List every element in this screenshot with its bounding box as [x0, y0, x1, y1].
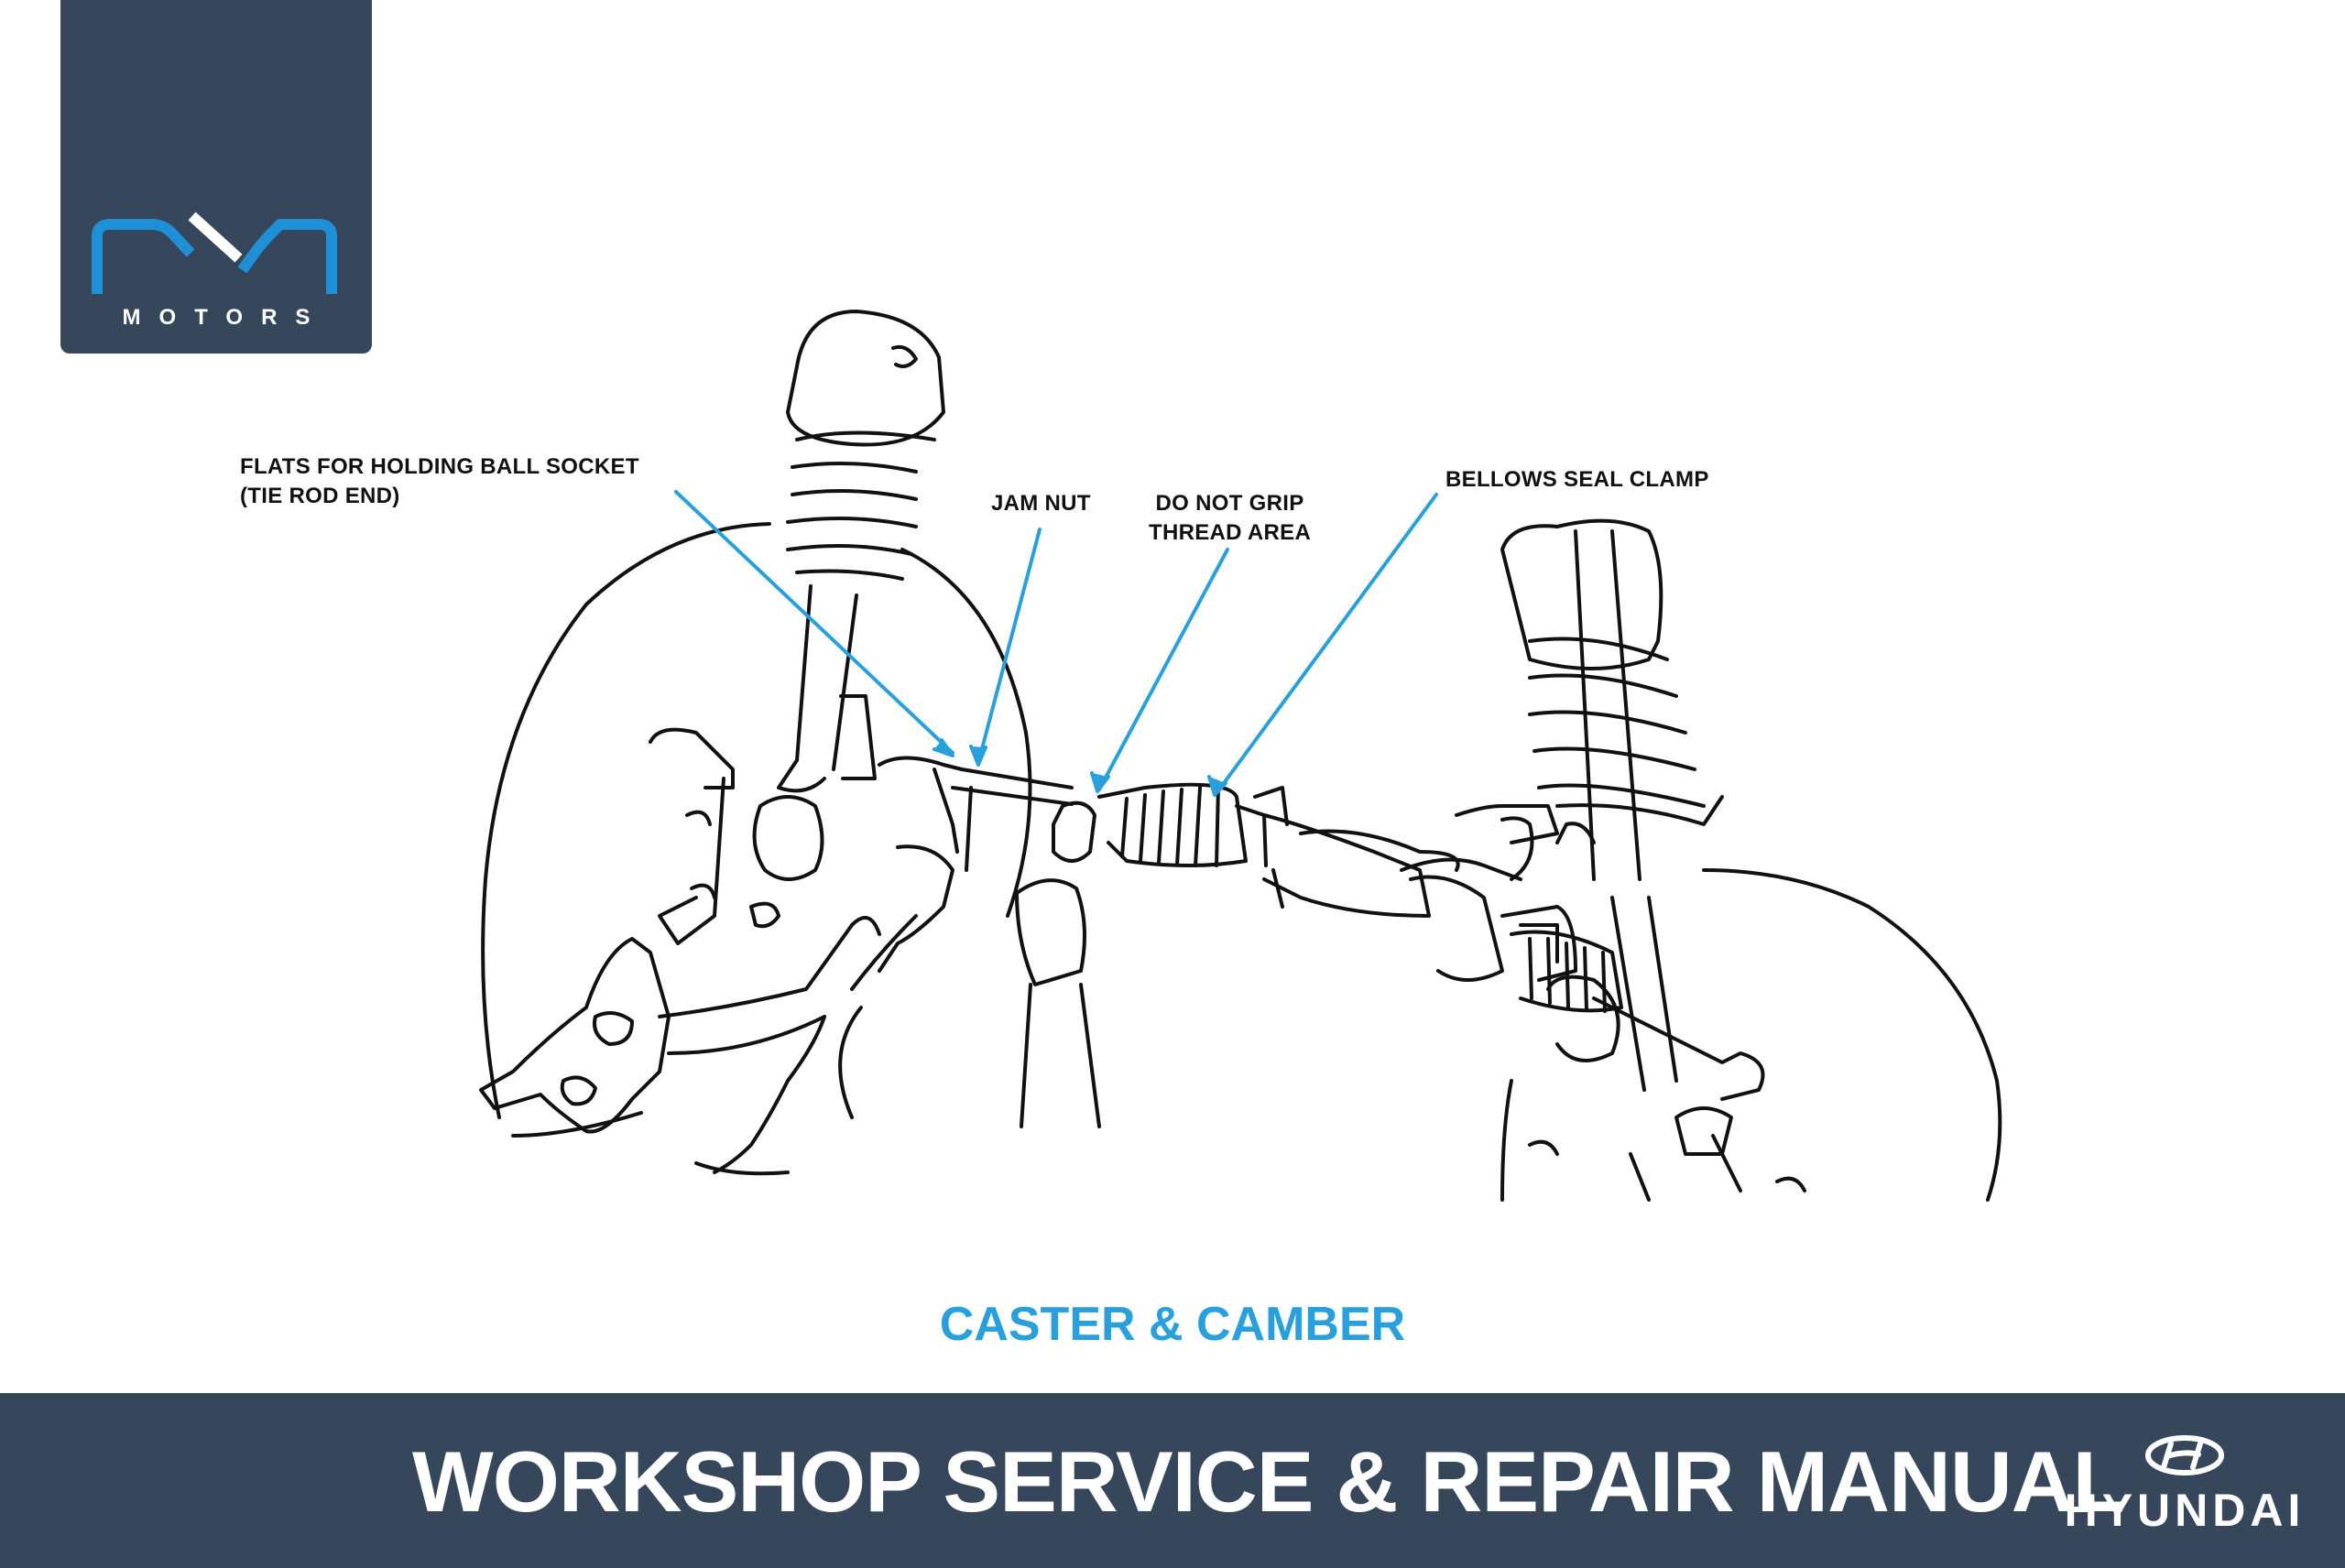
callout-leaders [674, 490, 1438, 797]
logo-text: MOTORS [122, 305, 329, 330]
tie-rod-and-hands [838, 756, 1101, 1128]
left-lower-arm [479, 916, 881, 1174]
left-brake-disc [481, 522, 1032, 1176]
right-brake-disc [1500, 868, 2002, 1202]
steering-rack-housing [1253, 786, 1596, 982]
callout-jam-nut: JAM NUT [991, 491, 1091, 516]
right-strut-spring [1500, 518, 1765, 1101]
left-steering-knuckle [649, 727, 824, 945]
callout-bellows-seal-clamp: BELLOWS SEAL CLAMP [1445, 467, 1709, 492]
hyundai-brand: HYUNDAI [2056, 1434, 2313, 1544]
hyundai-emblem-icon [2145, 1435, 2224, 1475]
brand-name: HYUNDAI [2064, 1485, 2306, 1536]
left-strut-spring [777, 310, 945, 793]
figure-caption: CASTER & CAMBER [939, 1298, 1406, 1351]
right-rack-bellows [1510, 930, 1623, 1013]
steering-rack-bellows [1097, 782, 1268, 867]
callout-thread-area: DO NOT GRIP THREAD AREA [1149, 491, 1312, 545]
manual-title: WORKSHOP SERVICE & REPAIR MANUAL [412, 1433, 2125, 1530]
callout-flats-ball-socket: FLATS FOR HOLDING BALL SOCKET (TIE ROD E… [240, 454, 639, 508]
footer-bar: WORKSHOP SERVICE & REPAIR MANUAL HYUNDAI [0, 1393, 2345, 1568]
motors-logo-icon [92, 212, 337, 294]
brand-logo-panel: MOTORS [60, 0, 372, 354]
